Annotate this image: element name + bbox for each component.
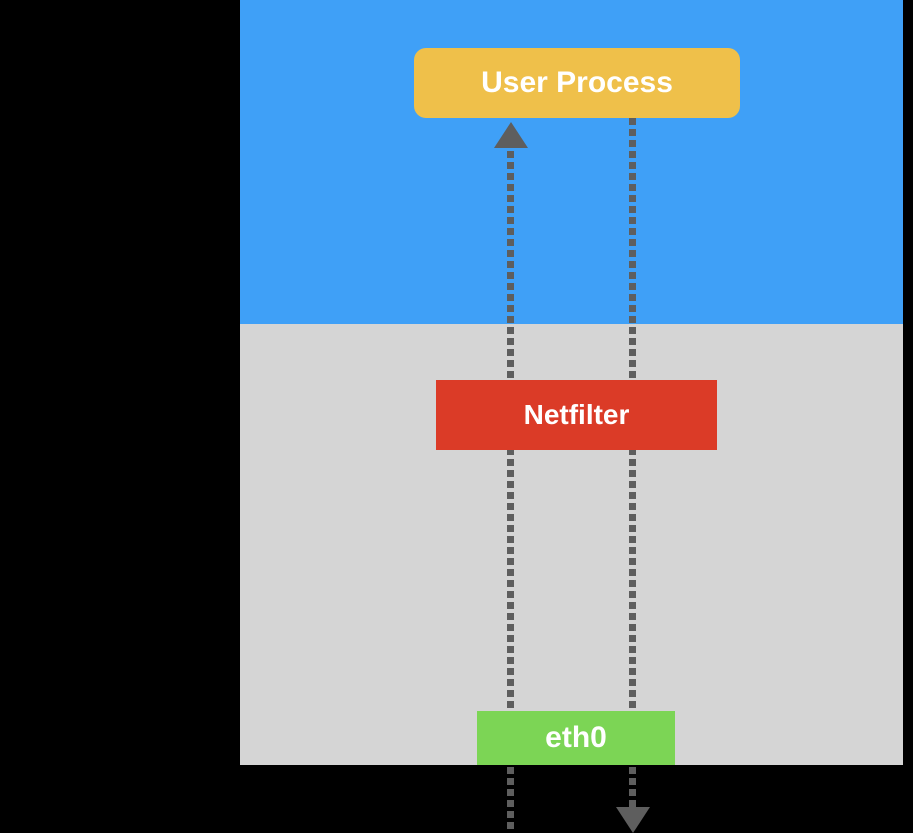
node-eth0[interactable]: eth0 [477,711,675,765]
flow-line-inbound [507,140,514,833]
flow-line-outbound [629,118,636,810]
node-user-process-label: User Process [481,66,673,99]
node-user-process[interactable]: User Process [414,48,740,118]
arrow-down-icon [616,807,650,833]
node-netfilter[interactable]: Netfilter [436,380,717,450]
arrow-up-icon [494,122,528,148]
node-eth0-label: eth0 [545,721,607,754]
node-netfilter-label: Netfilter [523,399,630,430]
